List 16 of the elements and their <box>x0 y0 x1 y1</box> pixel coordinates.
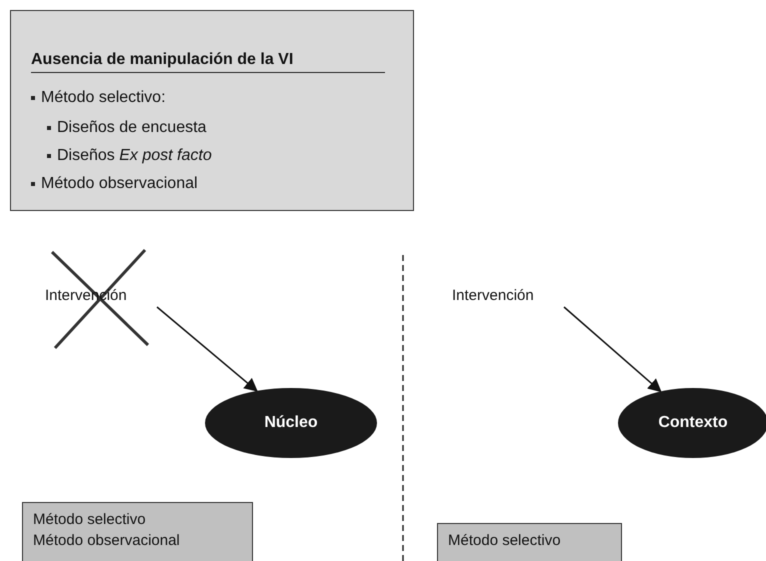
list-item: Diseños Ex post facto <box>57 147 212 165</box>
box-text: Método selectivo <box>448 531 562 551</box>
node-label: Intervención <box>452 287 564 307</box>
box-text: Método observacional <box>33 531 181 551</box>
list-item: Método selectivo: <box>41 89 166 107</box>
list-item: Diseños de encuesta <box>57 119 206 137</box>
box-text: Método selectivo <box>33 510 147 530</box>
arrow <box>564 306 662 392</box>
text-box <box>22 502 253 561</box>
arrow <box>156 306 258 392</box>
node-label: Contexto <box>658 414 728 432</box>
panel-heading: Ausencia de manipulación de la VI <box>31 51 385 73</box>
text-box <box>437 523 622 561</box>
node-label: Núcleo <box>264 414 318 432</box>
list-item: Método observacional <box>41 175 198 193</box>
info-panel <box>10 10 414 211</box>
